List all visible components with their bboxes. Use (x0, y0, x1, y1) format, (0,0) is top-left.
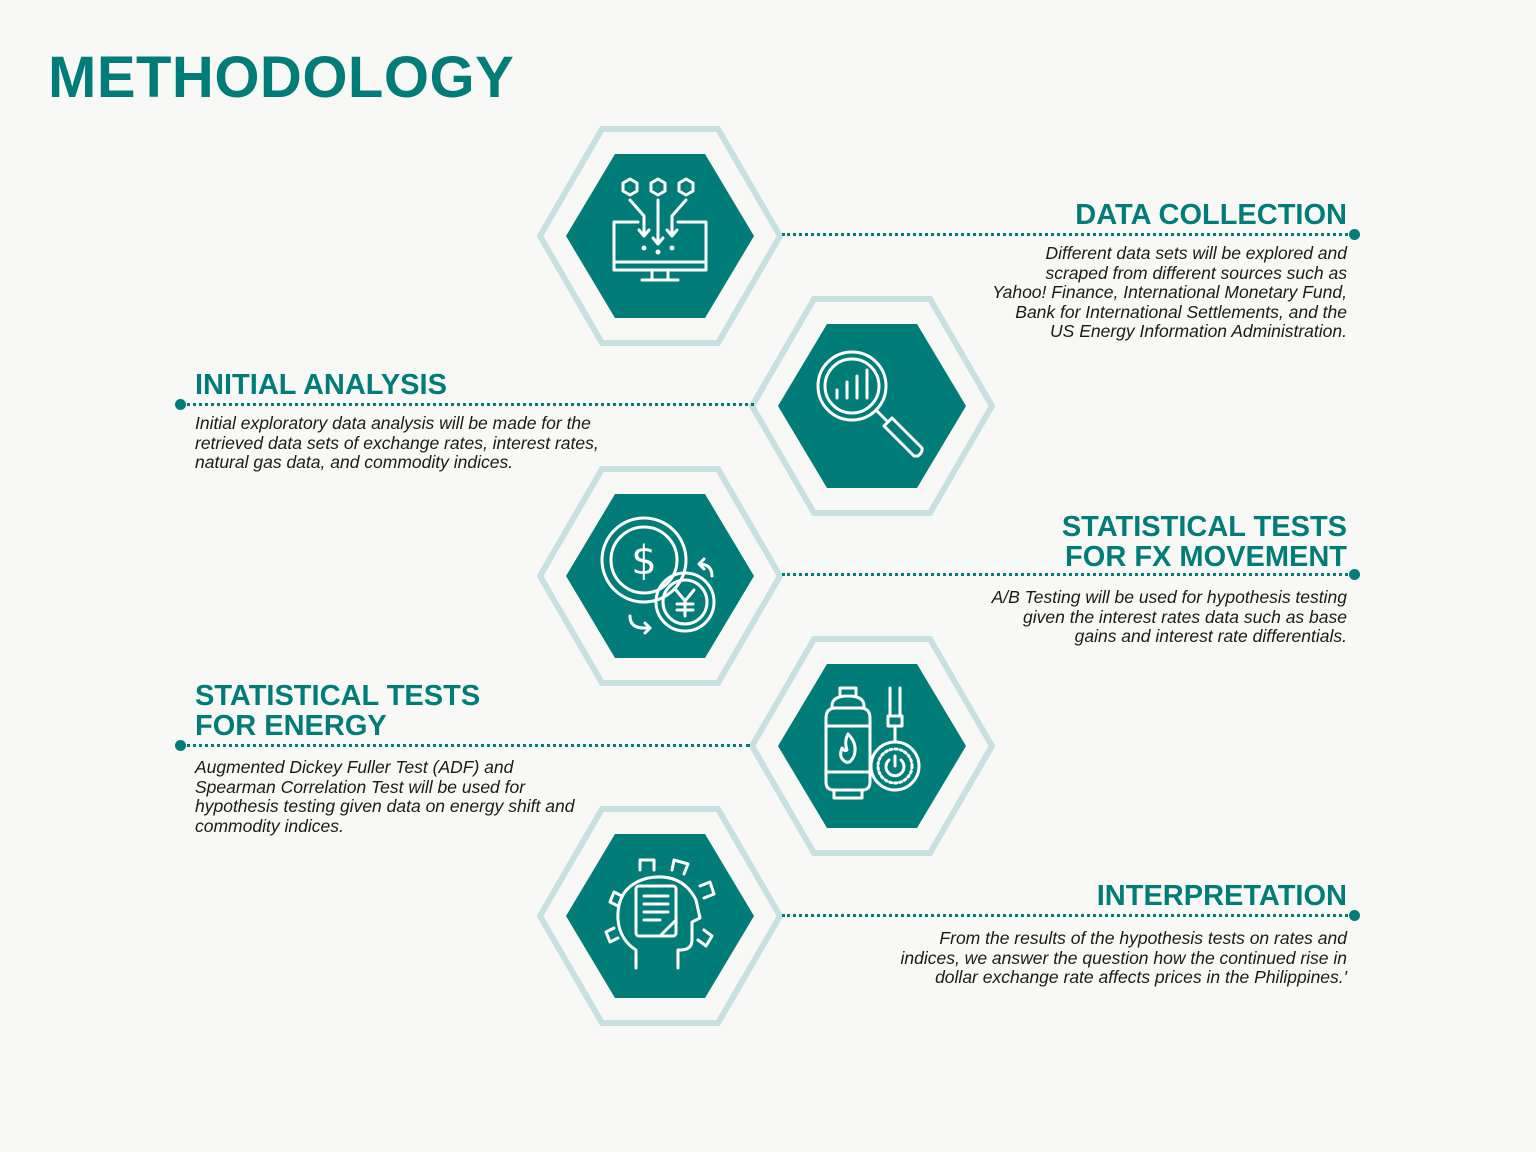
step-description-initial-analysis: Initial exploratory data analysis will b… (195, 413, 599, 472)
step-hexagon-data-collection (536, 126, 784, 346)
connector-dot-fx-movement (1349, 569, 1360, 580)
step-description-energy: Augmented Dickey Fuller Test (ADF) and S… (195, 757, 575, 836)
connector-data-collection (782, 233, 1354, 236)
head-gear-document-icon (604, 858, 716, 970)
connector-interpretation (782, 914, 1354, 917)
connector-fx-movement (782, 573, 1354, 576)
step-description-fx-movement: A/B Testing will be used for hypothesis … (991, 587, 1347, 646)
step-title-fx-movement: STATISTICAL TESTS FOR FX MOVEMENT (1061, 511, 1347, 573)
connector-dot-interpretation (1349, 910, 1360, 921)
step-hexagon-initial-analysis (748, 296, 996, 516)
step-title-data-collection: DATA COLLECTION (1075, 199, 1347, 231)
magnifier-chart-icon (816, 350, 924, 458)
svg-text:$: $ (631, 538, 656, 584)
data-collection-monitor-icon (612, 177, 708, 282)
step-hexagon-energy (748, 636, 996, 856)
connector-initial-analysis (180, 403, 754, 406)
step-hexagon-interpretation (536, 806, 784, 1026)
connector-dot-energy (175, 740, 186, 751)
connector-energy (180, 744, 750, 747)
step-title-initial-analysis: INITIAL ANALYSIS (195, 369, 447, 401)
currency-exchange-icon: $ (600, 516, 716, 635)
step-title-interpretation: INTERPRETATION (1096, 880, 1347, 912)
step-title-energy: STATISTICAL TESTS FOR ENERGY (195, 680, 481, 742)
connector-dot-data-collection (1349, 229, 1360, 240)
step-description-interpretation: From the results of the hypothesis tests… (900, 928, 1347, 987)
gas-cylinder-power-icon (824, 686, 921, 800)
step-hexagon-fx-movement: $ (536, 466, 784, 686)
step-description-data-collection: Different data sets will be explored and… (992, 243, 1347, 341)
connector-dot-initial-analysis (175, 399, 186, 410)
page-title: METHODOLOGY (48, 45, 515, 110)
